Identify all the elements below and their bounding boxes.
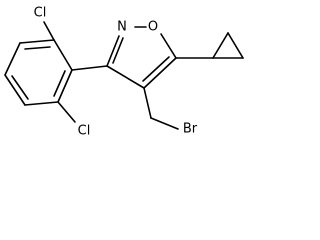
bond-cyclopropyl-a <box>212 32 229 59</box>
bond-o-c5 <box>160 33 177 59</box>
bond-ar-4-5-inner <box>11 75 29 100</box>
bond-ar-2-3-inner <box>24 46 51 50</box>
atom-label-nitrogen: N <box>117 20 127 35</box>
bond-ar-3-4 <box>4 42 21 76</box>
bromomethyl-group <box>143 87 179 130</box>
bond-c4-c3 <box>106 65 145 89</box>
bond-ar-2-3 <box>19 39 55 44</box>
bond-ar-4-5 <box>4 74 26 106</box>
bond-ar-5-6 <box>24 101 59 106</box>
atom-label-chlorine-top: Cl <box>34 6 47 21</box>
bond-c3-n <box>106 35 120 67</box>
cyclopropyl-group <box>175 32 244 59</box>
molecule-structure: N O Cl Cl Br <box>4 6 244 139</box>
atom-label-bromine: Br <box>183 122 198 137</box>
dichlorophenyl-ring <box>4 21 108 123</box>
atom-label-oxygen: O <box>148 20 158 35</box>
bond-c4-ch2 <box>143 87 152 119</box>
isoxazole-ring <box>106 26 177 89</box>
bond-c3-n-double <box>112 37 124 64</box>
bond-ar-6-1-inner <box>53 70 66 97</box>
bond-c3-aryl <box>71 65 108 71</box>
bond-c5-c4 <box>143 57 177 89</box>
bond-c5-c4-double <box>142 56 170 82</box>
bond-ch2-br <box>150 117 179 130</box>
bond-cyclopropyl-b <box>227 32 244 59</box>
atom-label-chlorine-bottom: Cl <box>78 124 91 139</box>
bond-ar-1-2 <box>53 39 73 71</box>
bond-ar-cl-top <box>43 21 55 41</box>
bond-ar-6-1 <box>57 69 73 103</box>
bond-ar-cl-bottom <box>57 101 76 123</box>
